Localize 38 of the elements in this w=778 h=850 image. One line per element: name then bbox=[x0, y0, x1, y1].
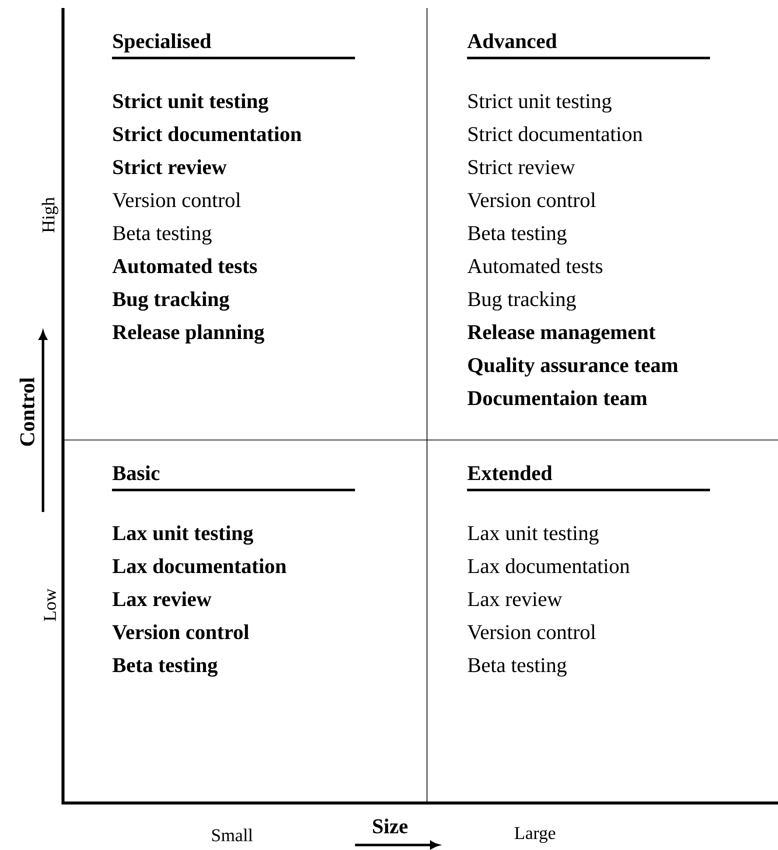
list-item: Version control bbox=[112, 192, 241, 208]
axis-title: Control bbox=[20, 378, 34, 446]
axis-label: Low bbox=[44, 588, 56, 621]
list-item: Lax documentation bbox=[468, 558, 630, 574]
list-item: Lax review bbox=[112, 591, 212, 606]
list-item: Lax documentation bbox=[112, 558, 286, 574]
axis-label: Small bbox=[212, 828, 253, 842]
list-item: Strict documentation bbox=[468, 126, 642, 142]
quadrant-heading: Advanced bbox=[467, 33, 710, 60]
list-item: Version control bbox=[467, 192, 596, 208]
list-item: Strict documentation bbox=[113, 126, 302, 142]
list-item: Strict review bbox=[468, 160, 576, 174]
list-item: Beta testing bbox=[112, 226, 212, 245]
list-item: Documentaion team bbox=[468, 390, 648, 406]
list-item: Automated tests bbox=[467, 258, 602, 274]
list-item: Strict unit testing bbox=[468, 94, 612, 113]
quadrant-heading: Specialised bbox=[112, 33, 355, 60]
axis-title: Size bbox=[373, 818, 408, 834]
axis-label: High bbox=[42, 197, 58, 232]
list-item: Bug tracking bbox=[112, 291, 230, 311]
list-item: Release management bbox=[468, 324, 656, 344]
list-item: Bug tracking bbox=[468, 291, 576, 311]
list-item: Version control bbox=[112, 624, 249, 640]
list-item: Beta testing bbox=[112, 657, 218, 677]
list-item: Automated tests bbox=[112, 258, 257, 274]
axis-label: Large bbox=[514, 827, 556, 843]
list-item: Beta testing bbox=[468, 226, 567, 245]
list-item: Lax review bbox=[468, 592, 562, 606]
list-item: Lax unit testing bbox=[112, 525, 254, 545]
list-item: Quality assurance team bbox=[468, 357, 678, 377]
list-item: Beta testing bbox=[468, 658, 567, 677]
list-item: Version control bbox=[467, 624, 596, 640]
quadrant-heading: Extended bbox=[467, 465, 710, 492]
list-item: Release planning bbox=[112, 324, 264, 344]
list-item: Strict review bbox=[113, 159, 227, 174]
list-item: Strict unit testing bbox=[113, 93, 268, 113]
quadrant-heading: Basic bbox=[112, 465, 355, 492]
list-item: Lax unit testing bbox=[468, 526, 599, 545]
